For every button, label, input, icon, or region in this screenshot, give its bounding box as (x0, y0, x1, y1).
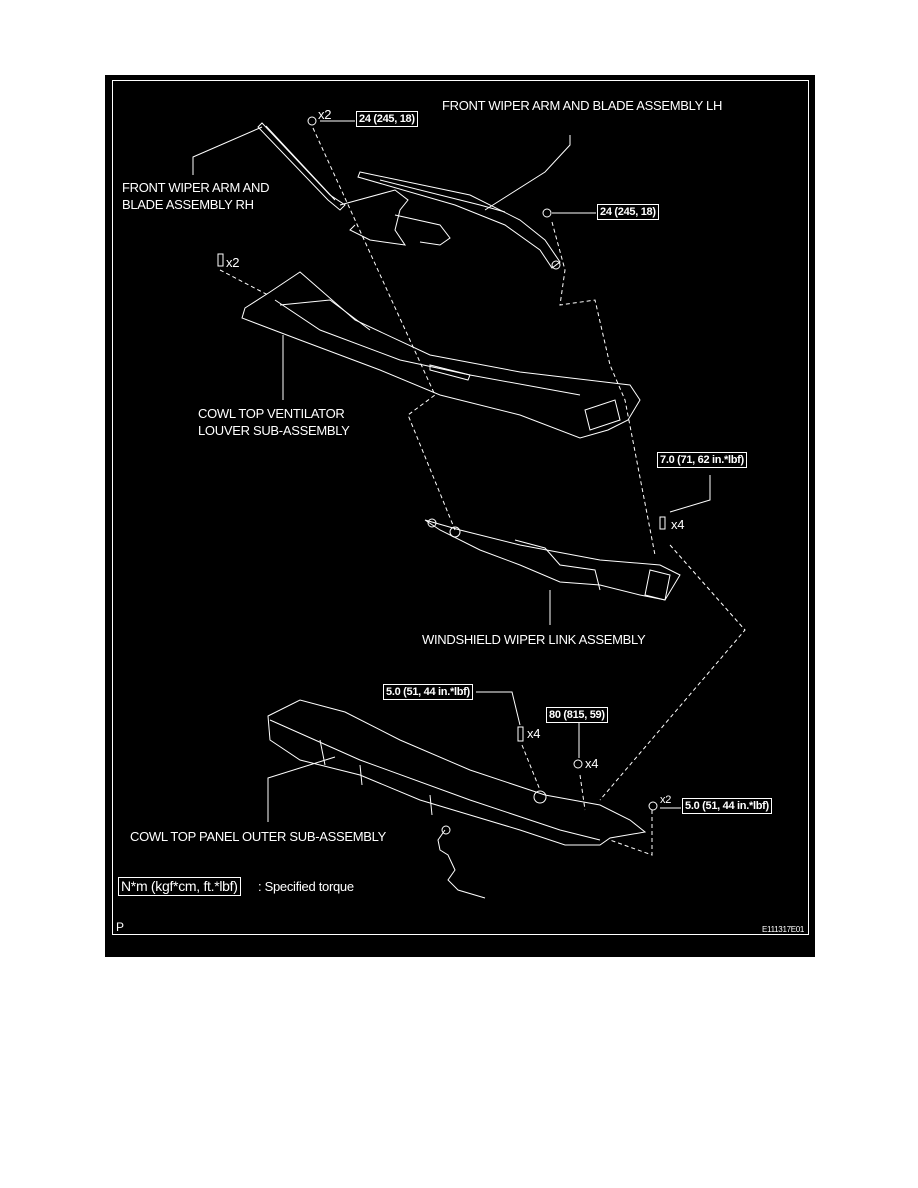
leader-panel-bolt (476, 691, 521, 726)
nut-icon (307, 116, 317, 126)
diagram-frame (112, 80, 809, 935)
figure-id: E111317E01 (762, 925, 805, 934)
qty-panel-bolt: x4 (527, 726, 541, 741)
leader-link-torque (669, 475, 711, 513)
alignment-lines (219, 127, 746, 856)
nut-icon (648, 801, 658, 811)
leader-outer-panel (267, 756, 336, 822)
qty-side-nut: x2 (660, 794, 672, 806)
cowl-top-ventilator-louver (241, 271, 641, 439)
label-louver-1: COWL TOP VENTILATOR (198, 406, 345, 421)
bolt-icon (659, 516, 666, 530)
clip-icon (217, 253, 224, 267)
washer-hose (437, 825, 486, 899)
qty-clip: x2 (226, 255, 240, 270)
qty-link-bolt: x4 (671, 517, 685, 532)
torque-panel-nut: 80 (815, 59) (546, 707, 608, 723)
nut-icon (542, 208, 552, 218)
page-code: P (116, 920, 124, 934)
legend-text: : Specified torque (258, 879, 354, 894)
label-wiper-link: WINDSHIELD WIPER LINK ASSEMBLY (422, 632, 646, 647)
torque-panel-bolt: 5.0 (51, 44 in.*lbf) (383, 684, 473, 700)
torque-side-nut: 5.0 (51, 44 in.*lbf) (682, 798, 772, 814)
label-wiper-rh-1: FRONT WIPER ARM AND (122, 180, 270, 195)
qty-wiper-nut: x2 (318, 107, 332, 122)
fasteners (217, 116, 666, 811)
nut-icon (573, 759, 583, 769)
torque-wiper-nut-rh: 24 (245, 18) (356, 111, 418, 127)
cowl-top-panel-outer (267, 699, 647, 846)
label-wiper-rh-2: BLADE ASSEMBLY RH (122, 197, 254, 212)
wiper-arm-rh (257, 122, 451, 246)
torque-link-bolt: 7.0 (71, 62 in.*lbf) (657, 452, 747, 468)
torque-wiper-nut-lh: 24 (245, 18) (597, 204, 659, 220)
qty-panel-nut: x4 (585, 756, 599, 771)
leader-lh (484, 135, 571, 211)
diagram-background (105, 75, 815, 957)
leader-rh (192, 126, 263, 175)
wiper-arm-lh (357, 171, 561, 270)
legend-unit-box: N*m (kgf*cm, ft.*lbf) (118, 877, 241, 896)
label-louver-2: LOUVER SUB-ASSEMBLY (198, 423, 350, 438)
label-outer-panel: COWL TOP PANEL OUTER SUB-ASSEMBLY (130, 829, 386, 844)
label-wiper-lh: FRONT WIPER ARM AND BLADE ASSEMBLY LH (442, 98, 723, 113)
bolt-icon (517, 726, 524, 742)
windshield-wiper-link (424, 518, 681, 601)
